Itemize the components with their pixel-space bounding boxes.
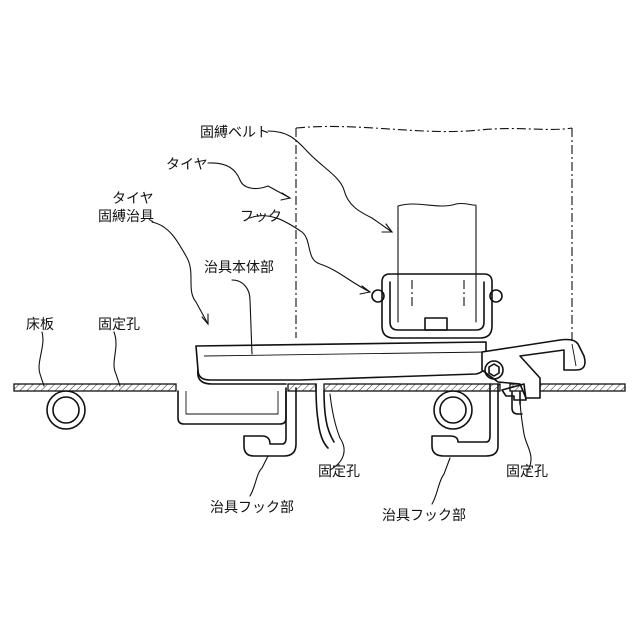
label-hook: フック — [240, 209, 282, 225]
label-fixing-hole-middle: 固定孔 — [318, 464, 360, 480]
tire-outline — [296, 126, 572, 342]
jig-body-plate — [196, 342, 486, 384]
label-belt: 固縛ベルト — [200, 124, 270, 141]
label-tire-jig-line2: 固縛治具 — [98, 208, 154, 225]
label-tire: タイヤ — [166, 157, 208, 173]
label-jig-body: 治具本体部 — [204, 260, 274, 276]
label-jig-hook-right: 治具フック部 — [382, 508, 466, 524]
label-tire-jig-line1: タイヤ — [112, 191, 154, 207]
label-fixing-hole-top: 固定孔 — [98, 317, 140, 333]
belt-strap — [398, 203, 476, 322]
fixing-hole-middle-part — [316, 384, 334, 448]
label-fixing-hole-right: 固定孔 — [506, 464, 548, 480]
hook-part — [372, 274, 502, 338]
label-jig-hook-left: 治具フック部 — [210, 500, 294, 516]
under-bracket — [178, 391, 286, 424]
label-floor: 床板 — [26, 317, 54, 333]
jig-hook-left-part — [244, 388, 296, 456]
